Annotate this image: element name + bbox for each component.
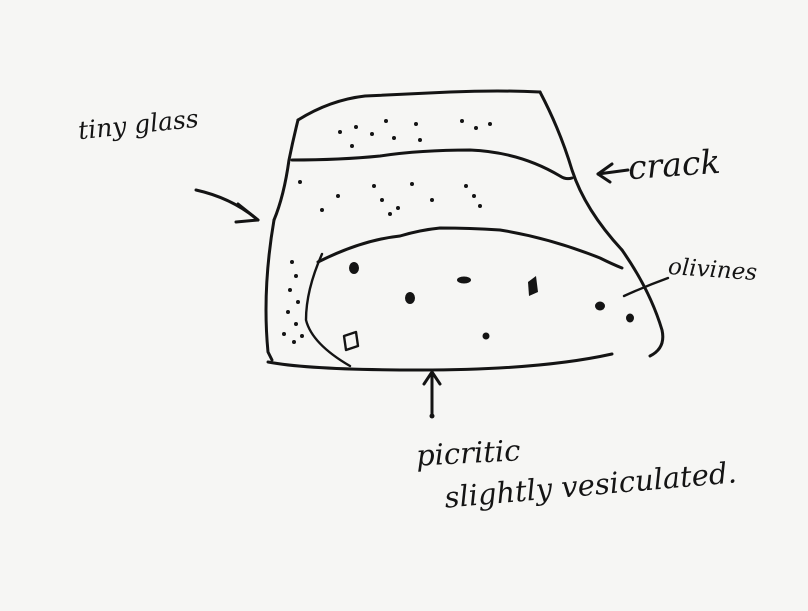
- rock-right-lower-edge: [622, 250, 663, 356]
- rock-sample-outline: [266, 91, 663, 370]
- picritic-label: picritic: [415, 435, 521, 471]
- picritic-arrow: [424, 372, 440, 419]
- crack-label: crack: [627, 145, 722, 186]
- glass-rim-inner-curve: [306, 254, 350, 366]
- glass-vesicle-dots-top: [338, 119, 492, 148]
- rock-left-lower-edge: [266, 220, 274, 360]
- olivine-crystals: [344, 262, 634, 350]
- rock-bottom-edge: [268, 354, 612, 370]
- tiny-glass-arrow: [196, 190, 258, 222]
- rock-left-top-edge: [274, 120, 298, 220]
- rock-top-edge: [298, 91, 540, 120]
- crack-arrow: [598, 164, 628, 182]
- glass-vesicle-dots-middle: [298, 180, 482, 216]
- glass-rim-dots-left: [282, 260, 304, 344]
- glass-interior-boundary: [318, 228, 622, 268]
- crack-line: [292, 150, 572, 179]
- olivines-label: olivines: [667, 255, 758, 285]
